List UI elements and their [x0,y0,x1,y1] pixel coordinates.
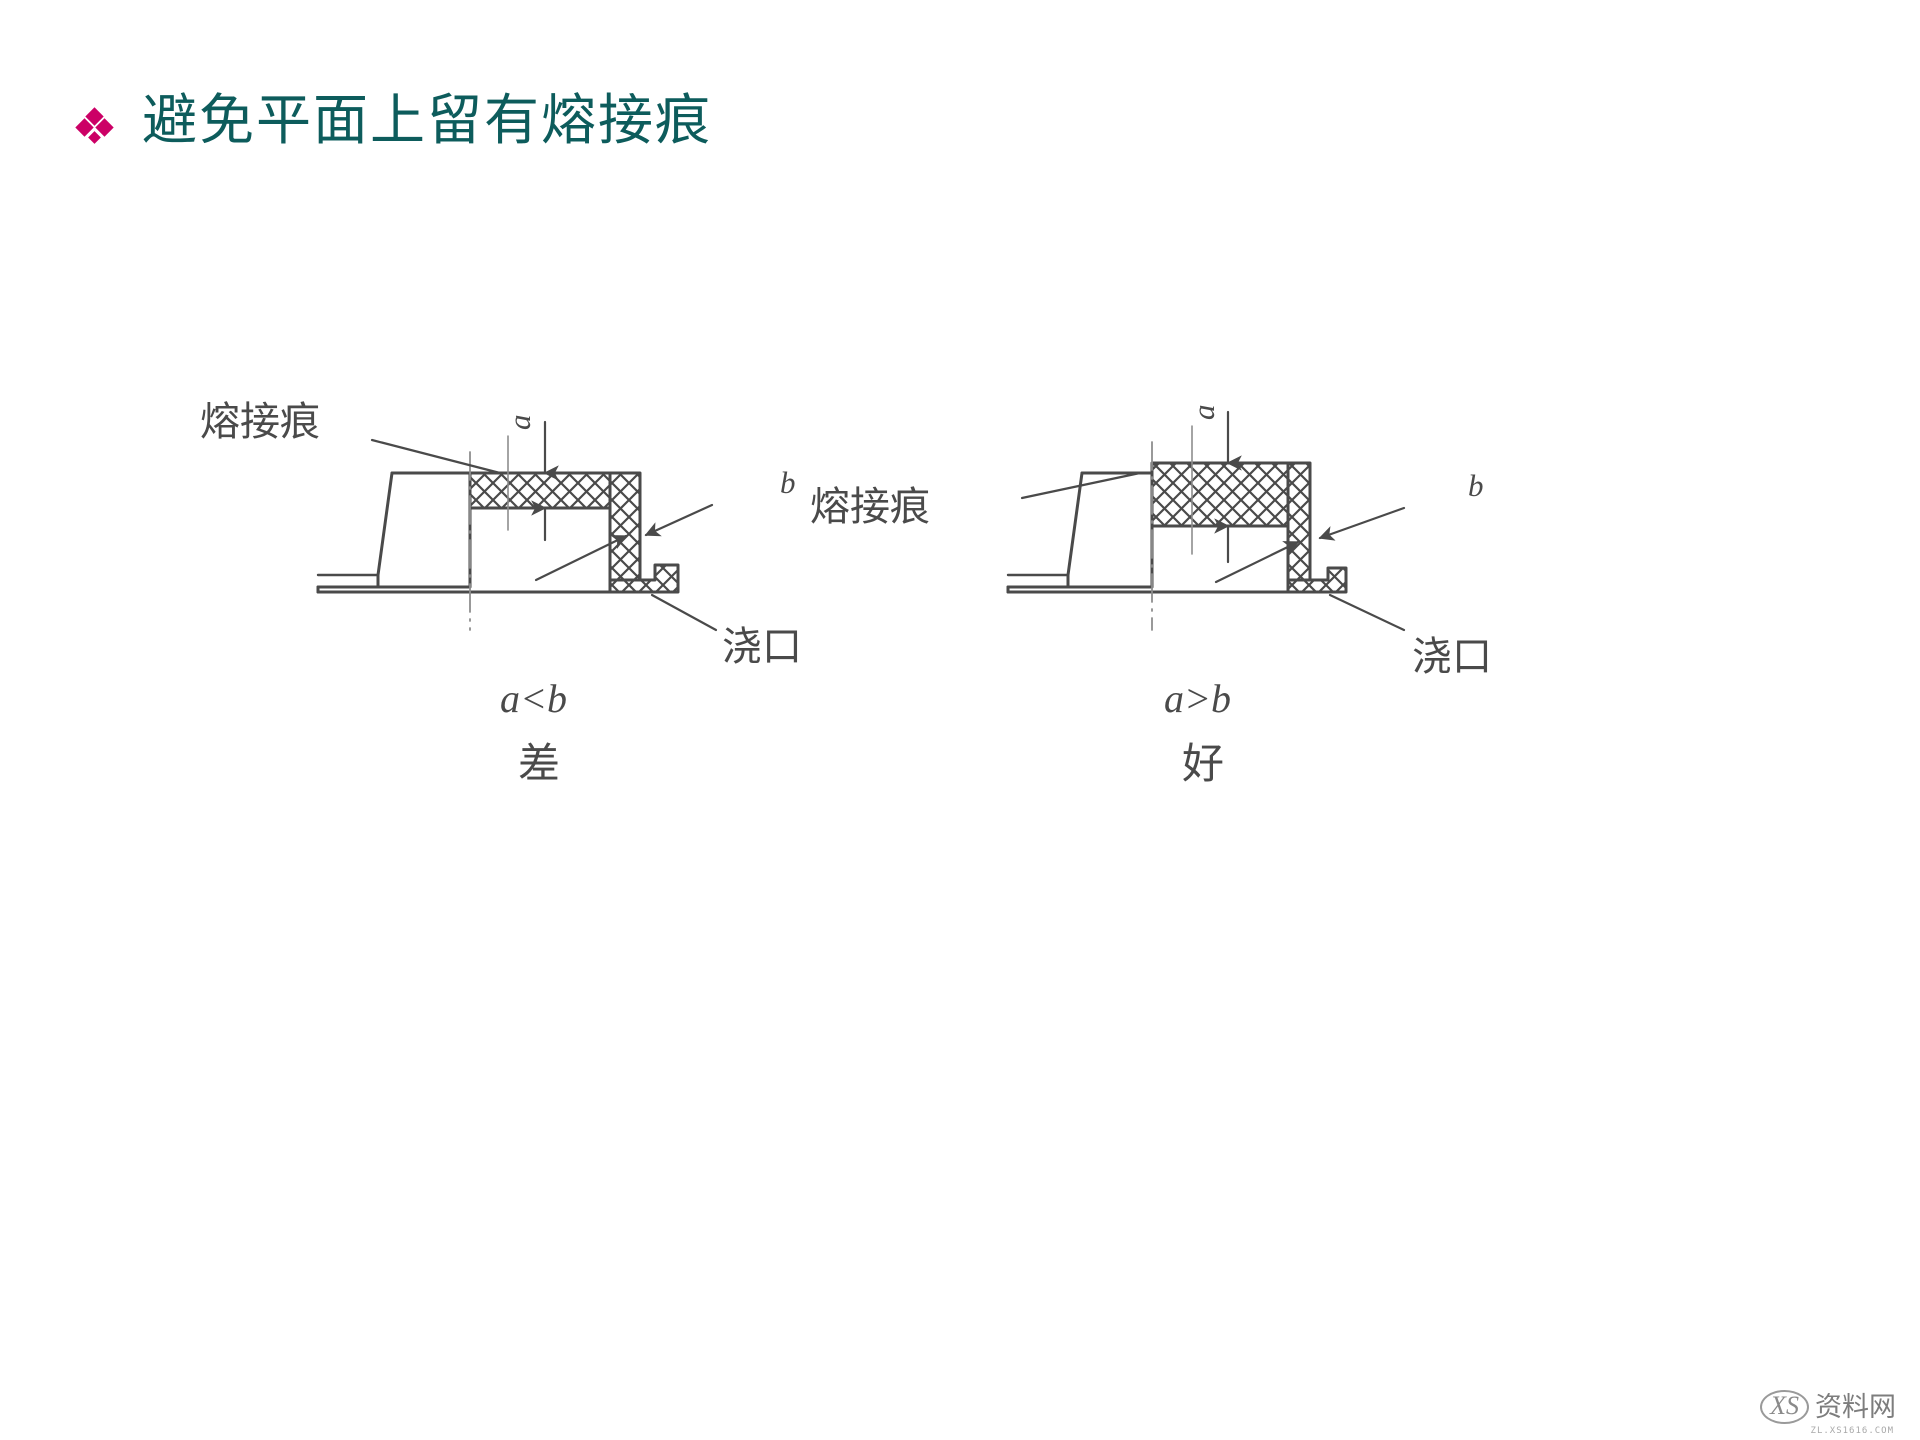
dimension-label-b-right: b [1468,468,1484,503]
technical-drawing: a b 熔接痕 浇口 a<b 差 [200,399,1492,789]
relation-label-right: a>b [1164,676,1231,721]
slide-title-row: 避免平面上留有熔接痕 [75,89,713,151]
dimension-label-a-right: a [1186,405,1221,421]
verdict-label-left: 差 [518,742,560,788]
page-title: 避免平面上留有熔接痕 [142,89,713,151]
verdict-label-right: 好 [1182,742,1224,788]
watermark-text: 资料网 [1815,1391,1896,1422]
dimension-label-a-left: a [502,415,537,431]
relation-label-left: a<b [500,676,567,721]
watermark-url: ZL.XS1616.COM [1810,1426,1894,1436]
watermark: XS 资料网 [1760,1390,1896,1424]
figure-area: a b 熔接痕 浇口 a<b 差 [0,330,1920,850]
gate-label-right: 浇口 [1412,634,1492,679]
watermark-logo-icon: XS [1760,1390,1809,1424]
gate-label-left: 浇口 [722,624,802,669]
diamond-bullet-icon [75,107,114,145]
figure-right: a b 熔接痕 浇口 a>b 好 [810,405,1492,789]
figure-left: a b 熔接痕 浇口 a<b 差 [200,399,802,788]
dimension-label-b-left: b [780,465,796,500]
weld-line-label-left: 熔接痕 [200,399,320,444]
weld-line-label-right: 熔接痕 [810,484,930,529]
